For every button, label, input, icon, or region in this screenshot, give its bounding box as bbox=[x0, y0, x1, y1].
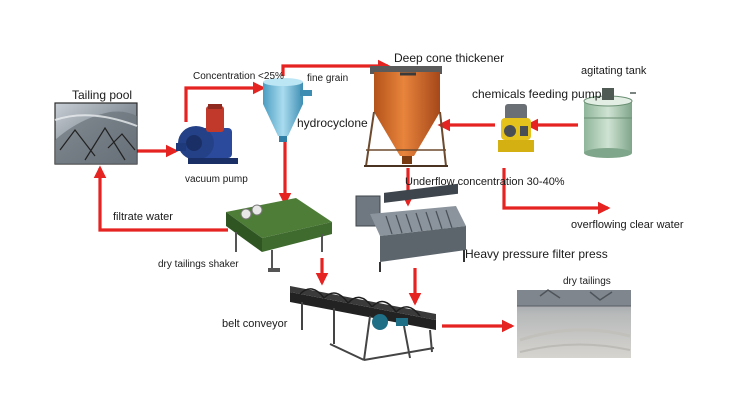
hydrocyclone-label: hydrocyclone bbox=[297, 117, 368, 129]
dry-tailings-label: dry tailings bbox=[563, 277, 611, 287]
deep-cone-thickener-label: Deep cone thickener bbox=[394, 52, 504, 64]
agitating-tank-label: agitating tank bbox=[581, 66, 646, 77]
flow-arrows bbox=[100, 66, 608, 326]
underflow-concentration-label: Underflow concentration 30-40% bbox=[405, 177, 565, 188]
heavy-pressure-filter-press-unit bbox=[356, 184, 466, 272]
tailing-pool-photo bbox=[55, 103, 137, 164]
filtrate-water-label: filtrate water bbox=[113, 212, 173, 223]
concentration-label: Concentration <25% bbox=[193, 72, 284, 82]
dry-tailings-shaker-unit bbox=[226, 198, 332, 272]
heavy-pressure-filter-press-label: Heavy pressure filter press bbox=[465, 248, 608, 260]
vacuum-pump-label: vacuum pump bbox=[185, 175, 248, 185]
belt-conveyor-label: belt conveyor bbox=[222, 319, 287, 330]
fine-grain-label: fine grain bbox=[307, 74, 348, 84]
tailing-pool-label: Tailing pool bbox=[72, 89, 132, 101]
arrow-pump-to-hydrocyclone bbox=[186, 88, 263, 122]
deep-cone-thickener-unit bbox=[364, 66, 448, 166]
arrow-overflow-clear-water bbox=[504, 168, 608, 208]
chemicals-feeding-pump-label: chemicals feeding pump bbox=[472, 88, 601, 100]
overflowing-clear-water-label: overflowing clear water bbox=[571, 220, 684, 231]
hydrocyclone-unit bbox=[263, 78, 312, 142]
dry-tailings-shaker-label: dry tailings shaker bbox=[158, 260, 239, 270]
chemicals-feeding-pump-unit bbox=[498, 104, 534, 152]
dry-tailings-photo bbox=[517, 290, 631, 358]
